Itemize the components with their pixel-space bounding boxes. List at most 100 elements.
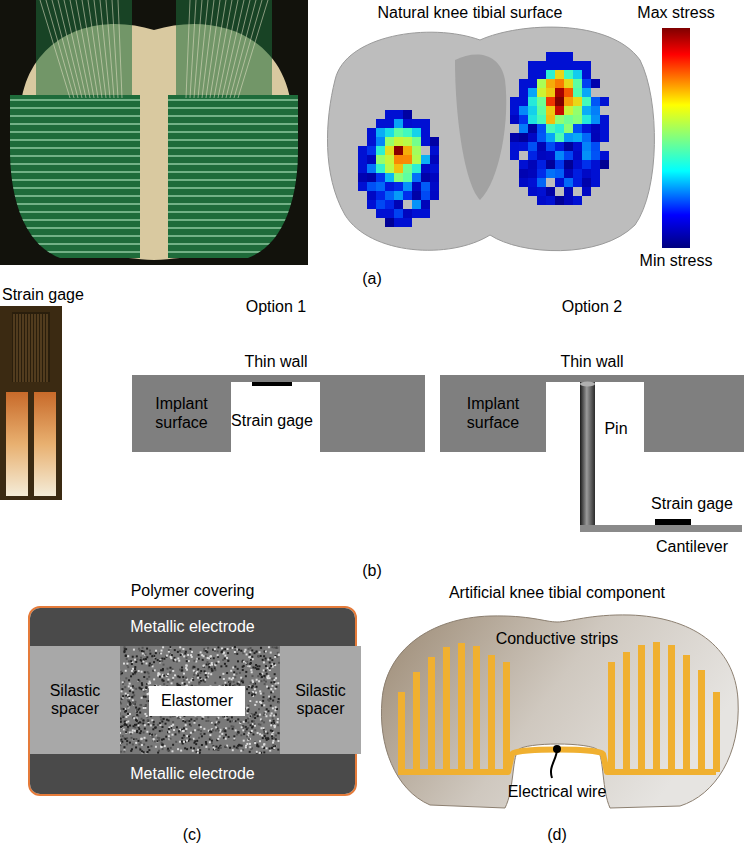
speckle-dot [263,743,265,745]
speckle-dot [252,733,254,735]
speckle-dot [227,652,229,654]
stress-cell [528,97,537,106]
speckle-dot [234,649,236,651]
speckle-dot [177,657,179,659]
speckle-dot [145,658,147,660]
speckle-dot [136,724,138,726]
conductive-strip [668,645,675,772]
speckle-dot [142,647,144,649]
speckle-dot [183,734,185,736]
speckle-dot [249,700,251,702]
speckle-dot [170,656,172,658]
speckle-dot [263,721,265,723]
speckle-dot [246,688,248,690]
speckle-dot [123,728,125,730]
speckle-dot [232,667,234,669]
stress-cell [430,173,439,182]
speckle-dot [152,665,154,667]
stress-cell [376,128,385,137]
stress-cell [555,169,564,178]
speckle-dot [267,737,269,739]
speckle-dot [198,746,200,748]
part-label: Pin [604,420,627,438]
speckle-dot [147,746,149,748]
conductive-strip [653,642,660,772]
speckle-dot [143,696,145,698]
speckle-dot [170,716,172,718]
speckle-dot [154,658,156,660]
speckle-dot [201,718,203,720]
stress-cell [573,160,582,169]
speckle-dot [247,722,249,724]
stress-cell [564,187,573,196]
speckle-dot [257,665,259,667]
speckle-dot [123,651,125,653]
speckle-dot [136,655,138,657]
speckle-dot [193,747,195,749]
speckle-dot [202,659,204,661]
speckle-dot [133,725,135,727]
speckle-dot [147,719,149,721]
speckle-dot [197,729,199,731]
sensor-trace [94,0,106,98]
stress-cell [573,178,582,187]
stress-cell [573,142,582,151]
speckle-dot [169,671,171,673]
stress-cell [555,88,564,97]
speckle-dot [245,662,247,664]
speckle-dot [205,650,207,652]
speckle-dot [147,751,149,753]
gage-grid [41,314,42,382]
speckle-dot [246,735,248,737]
speckle-dot [127,726,129,728]
speckle-dot [227,660,229,662]
speckle-dot [214,682,216,684]
speckle-dot [133,704,135,706]
speckle-dot [186,665,188,667]
speckle-dot [139,688,141,690]
stress-cell [403,146,412,155]
speckle-dot [222,673,224,675]
speckle-dot [183,655,185,657]
speckle-dot [207,720,209,722]
stress-cell [600,124,609,133]
speckle-dot [272,742,274,744]
speckle-dot [161,744,163,746]
speckle-dot [174,659,176,661]
speckle-dot [159,661,161,663]
speckle-dot [161,658,163,660]
stress-cell [421,164,430,173]
speckle-dot [187,654,189,656]
speckle-dot [129,742,131,744]
node-label: Silastic spacer [30,682,120,719]
speckle-dot [134,666,136,668]
stress-cell [537,196,546,205]
speckle-dot [208,666,210,668]
speckle-dot [143,676,145,678]
speckle-dot [218,730,220,732]
stress-cell [546,151,555,160]
speckle-dot [259,724,261,726]
speckle-dot [265,650,267,652]
speckle-dot [127,706,129,708]
speckle-dot [159,676,161,678]
speckle-dot [129,725,131,727]
speckle-dot [223,737,225,739]
speckle-dot [145,704,147,706]
speckle-dot [203,648,205,650]
speckle-dot [133,738,135,740]
option-heading: Option 1 [246,298,306,316]
speckle-dot [241,680,243,682]
speckle-dot [176,683,178,685]
speckle-dot [243,661,245,663]
speckle-dot [168,731,170,733]
stress-cell [537,160,546,169]
speckle-dot [156,740,158,742]
speckle-dot [120,751,122,753]
panel-label: (d) [547,826,567,844]
speckle-dot [269,720,271,722]
speckle-dot [138,679,140,681]
speckle-dot [140,730,142,732]
speckle-dot [263,661,265,663]
speckle-dot [160,652,162,654]
